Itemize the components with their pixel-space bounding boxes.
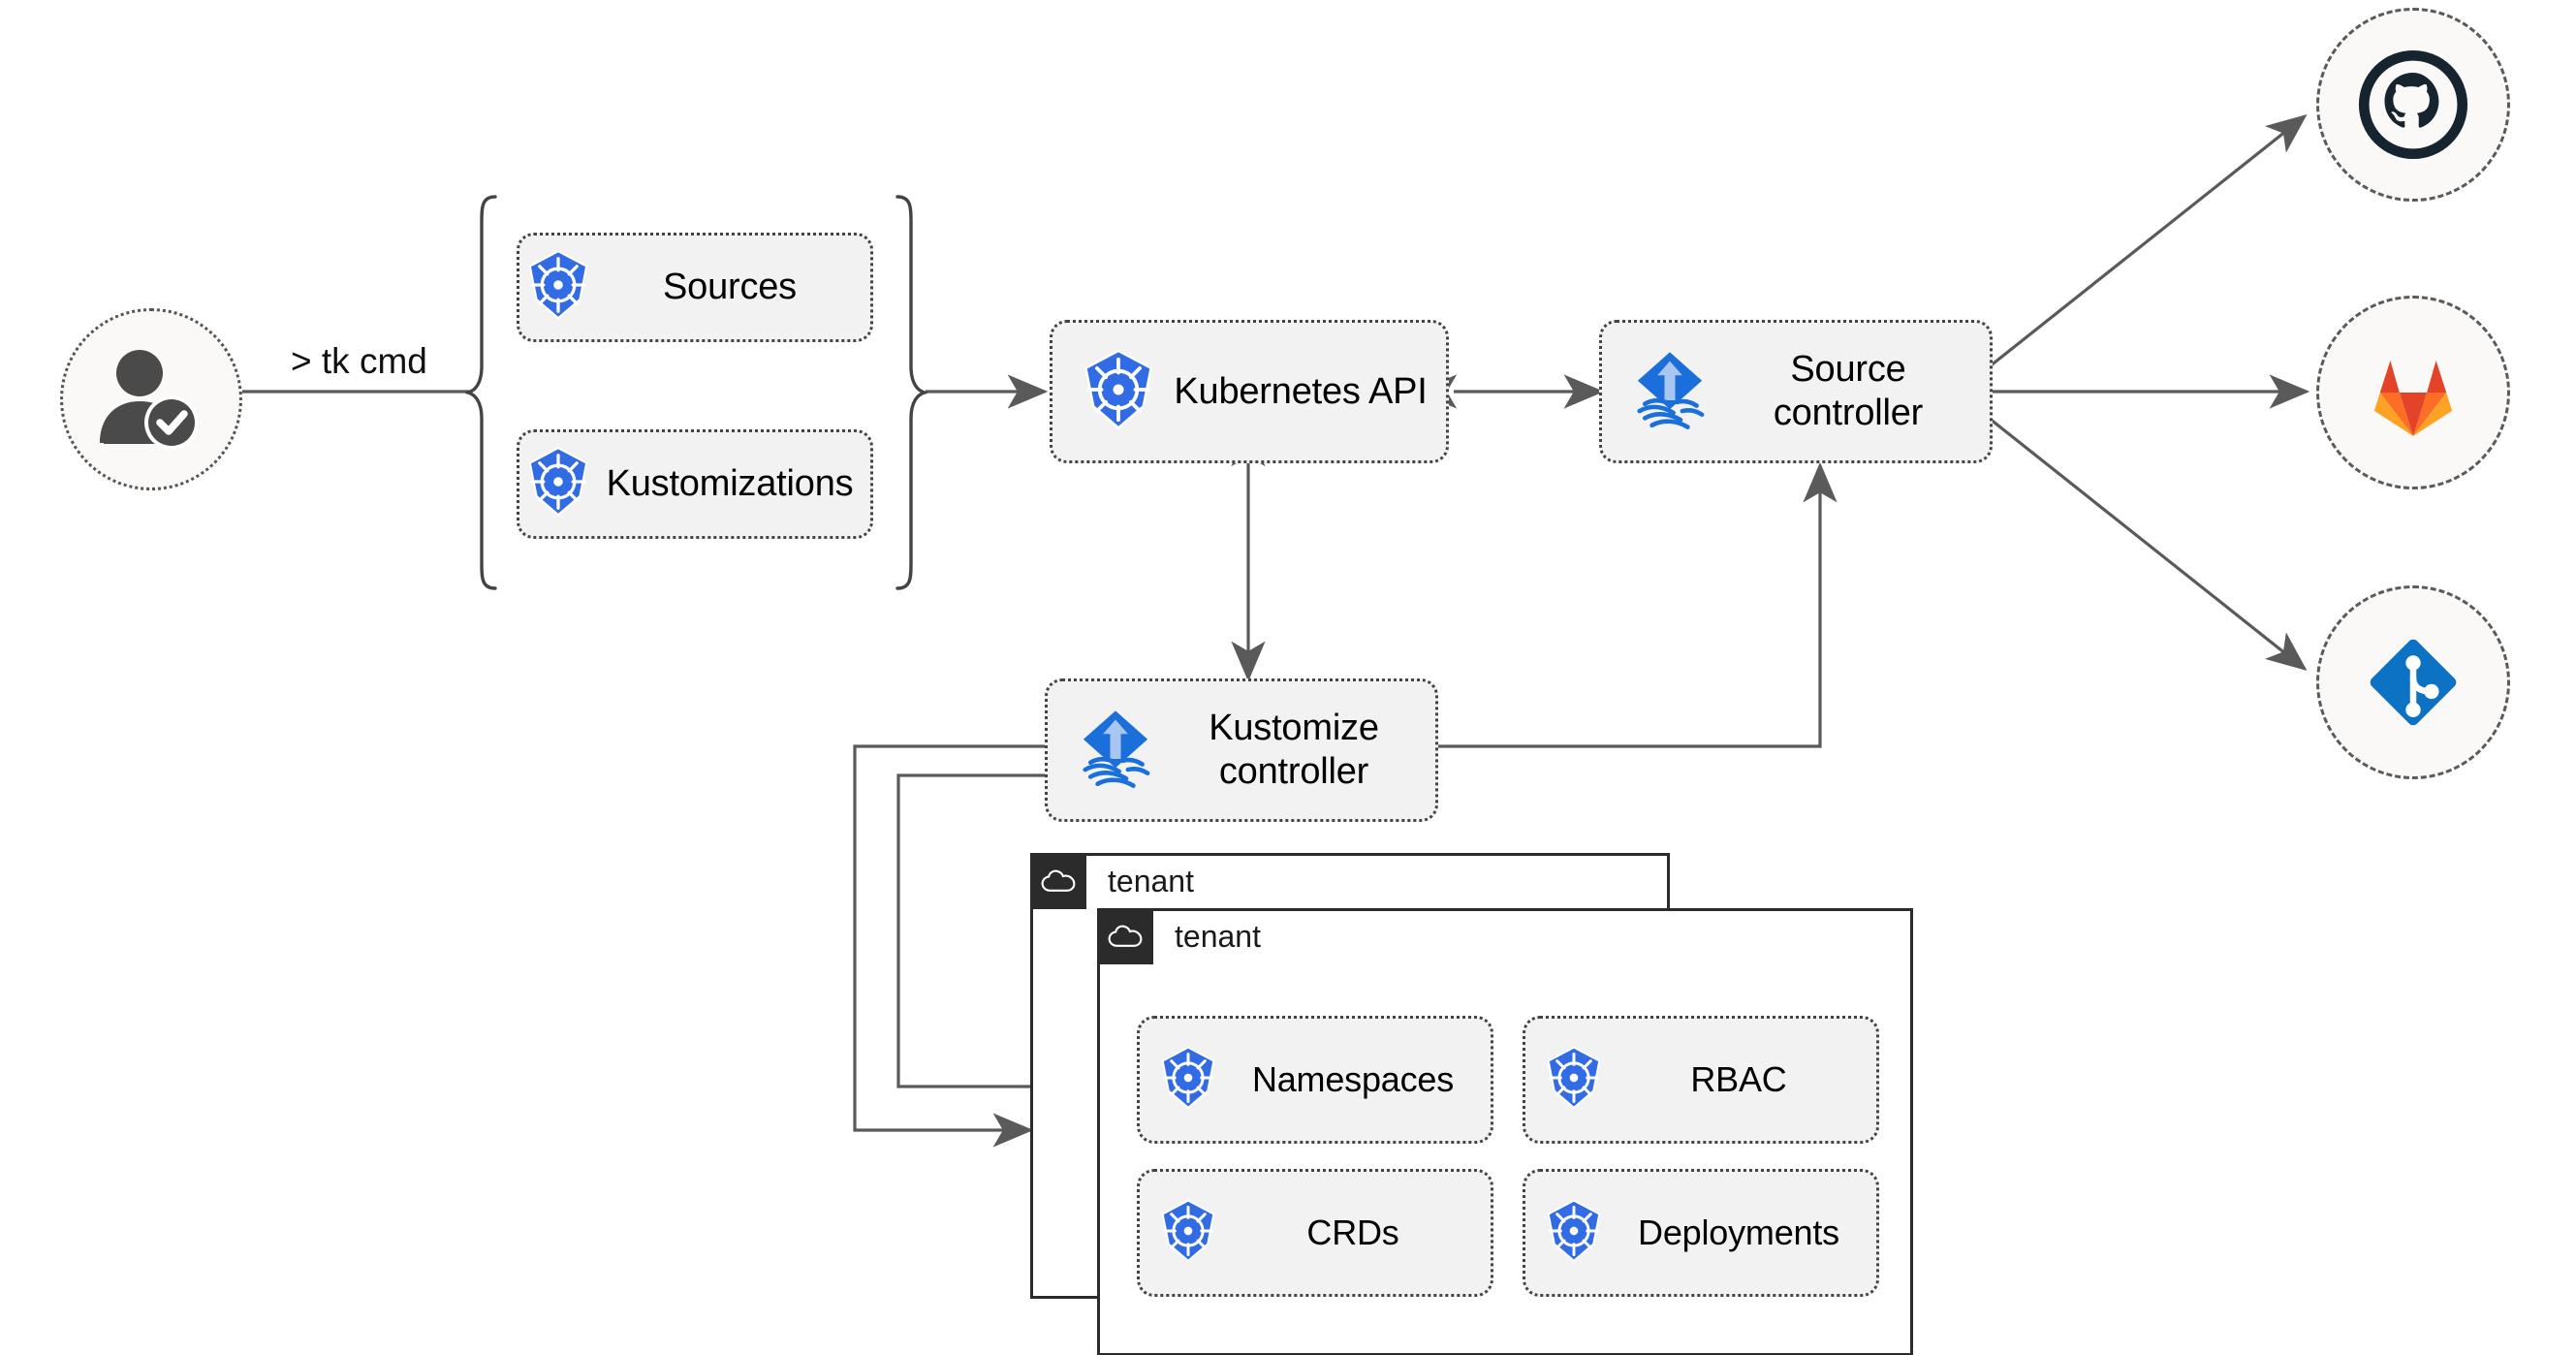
kubernetes-api-node[interactable]: Kubernetes API — [1050, 320, 1449, 463]
tenant-titlebar: tenant — [1097, 908, 1913, 964]
kustomize-controller-line1: Kustomize — [1209, 708, 1379, 749]
tenant-window-front[interactable]: tenant — [1097, 908, 1913, 1355]
tenant-resource-label: CRDs — [1306, 1212, 1399, 1252]
resource-sources[interactable]: Sources — [517, 233, 873, 342]
github-icon — [2358, 49, 2468, 160]
provider-github[interactable] — [2316, 8, 2510, 202]
tenant-titlebar: tenant — [1030, 853, 1670, 909]
azure-repos-icon — [2370, 639, 2457, 726]
gitlab-icon — [2373, 360, 2453, 436]
kubernetes-icon — [1153, 1043, 1223, 1118]
resource-sources-label: Sources — [662, 267, 797, 308]
tenant-resource-namespaces[interactable]: Namespaces — [1137, 1016, 1493, 1144]
cloud-icon-chip — [1030, 853, 1086, 909]
kubernetes-icon — [519, 443, 597, 525]
connector-source-to-azure — [1989, 417, 2308, 671]
tenant-name-back: tenant — [1108, 863, 1194, 898]
kubernetes-icon — [1539, 1196, 1609, 1271]
connector-source-to-github — [1989, 114, 2308, 368]
source-controller-line1: Source — [1790, 349, 1906, 391]
connector-kustomize-to-tenant-outer — [853, 744, 1045, 1148]
kustomize-controller-label: Kustomize controller — [1160, 707, 1435, 794]
kubernetes-icon — [1074, 345, 1163, 439]
provider-azure-repos[interactable] — [2316, 585, 2510, 779]
actor-node[interactable] — [60, 308, 242, 490]
kubernetes-icon — [1539, 1043, 1609, 1118]
tenant-resource-rbac[interactable]: RBAC — [1523, 1016, 1879, 1144]
source-controller-label: Source controller — [1714, 348, 1990, 435]
tenant-resource-label: Deployments — [1638, 1212, 1839, 1252]
connector-kustomize-to-source — [1436, 461, 1838, 748]
cloud-icon — [1041, 869, 1076, 892]
cloud-icon-chip — [1097, 908, 1153, 964]
resource-kustomizations[interactable]: Kustomizations — [517, 429, 873, 539]
tenant-resource-label: RBAC — [1690, 1058, 1787, 1099]
cloud-icon — [1108, 925, 1143, 947]
tenant-resource-crds[interactable]: CRDs — [1137, 1169, 1493, 1297]
kubernetes-icon — [519, 246, 597, 329]
tenant-resource-grid: Namespaces — [1137, 1016, 1879, 1297]
provider-gitlab[interactable] — [2316, 296, 2510, 489]
kustomize-controller-line2: controller — [1218, 751, 1369, 792]
resource-kustomizations-label: Kustomizations — [606, 463, 854, 505]
kustomize-controller-node[interactable]: Kustomize controller — [1045, 678, 1438, 822]
tenant-resource-deployments[interactable]: Deployments — [1523, 1169, 1879, 1297]
brace-right — [895, 195, 927, 590]
source-controller-node[interactable]: Source controller — [1599, 320, 1993, 463]
brace-left — [465, 195, 497, 590]
kubernetes-api-label: Kubernetes API — [1174, 370, 1428, 412]
kubernetes-icon — [1153, 1196, 1223, 1271]
flux-icon — [1071, 704, 1160, 798]
source-controller-line2: controller — [1773, 393, 1924, 433]
tenant-name-front: tenant — [1175, 918, 1261, 954]
user-verified-icon — [100, 350, 199, 450]
flux-icon — [1625, 345, 1714, 439]
tenant-resource-label: Namespaces — [1251, 1058, 1455, 1099]
command-label: > tk cmd — [291, 341, 427, 381]
